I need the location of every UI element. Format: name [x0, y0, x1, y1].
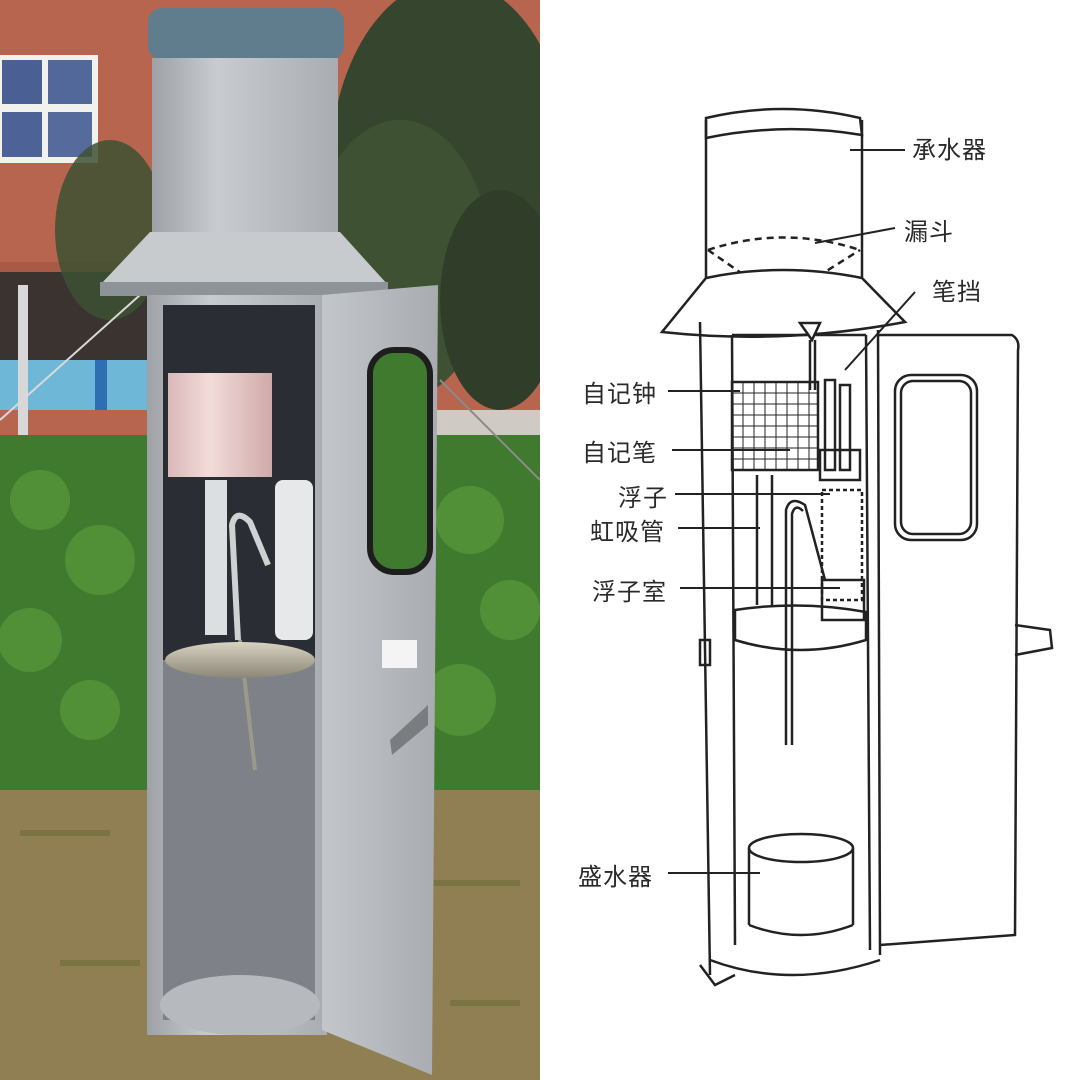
label-water-collector: 承水器 [912, 136, 987, 164]
label-funnel: 漏斗 [904, 218, 954, 246]
label-recording-clock: 自记钟 [582, 380, 657, 408]
water-collector-photo [100, 8, 388, 296]
label-water-container: 盛水器 [578, 863, 653, 891]
leader-lines [668, 149, 916, 874]
label-float-chamber: 浮子室 [592, 578, 667, 606]
label-float: 浮子 [618, 484, 668, 512]
funnel-tray-photo [165, 642, 315, 678]
recording-drum-diagram [730, 380, 820, 472]
open-door-photo [322, 285, 438, 1075]
sign-post [18, 285, 28, 435]
rain-gauge-diagram: 承水器 漏斗 笔挡 自记钟 自记笔 浮子 虹吸管 浮子室 盛水器 [540, 0, 1080, 1080]
float-chamber-photo [275, 480, 313, 640]
building-window [0, 55, 98, 163]
label-recording-pen: 自记笔 [582, 439, 657, 467]
label-pen-stop: 笔挡 [932, 278, 982, 306]
recording-drum-photo [168, 373, 272, 477]
label-siphon: 虹吸管 [590, 518, 665, 546]
diagram-line-art [659, 107, 1054, 987]
photo-illustration [0, 0, 540, 1080]
siphon-photo [228, 512, 271, 641]
rain-gauge-photo [0, 0, 540, 1080]
